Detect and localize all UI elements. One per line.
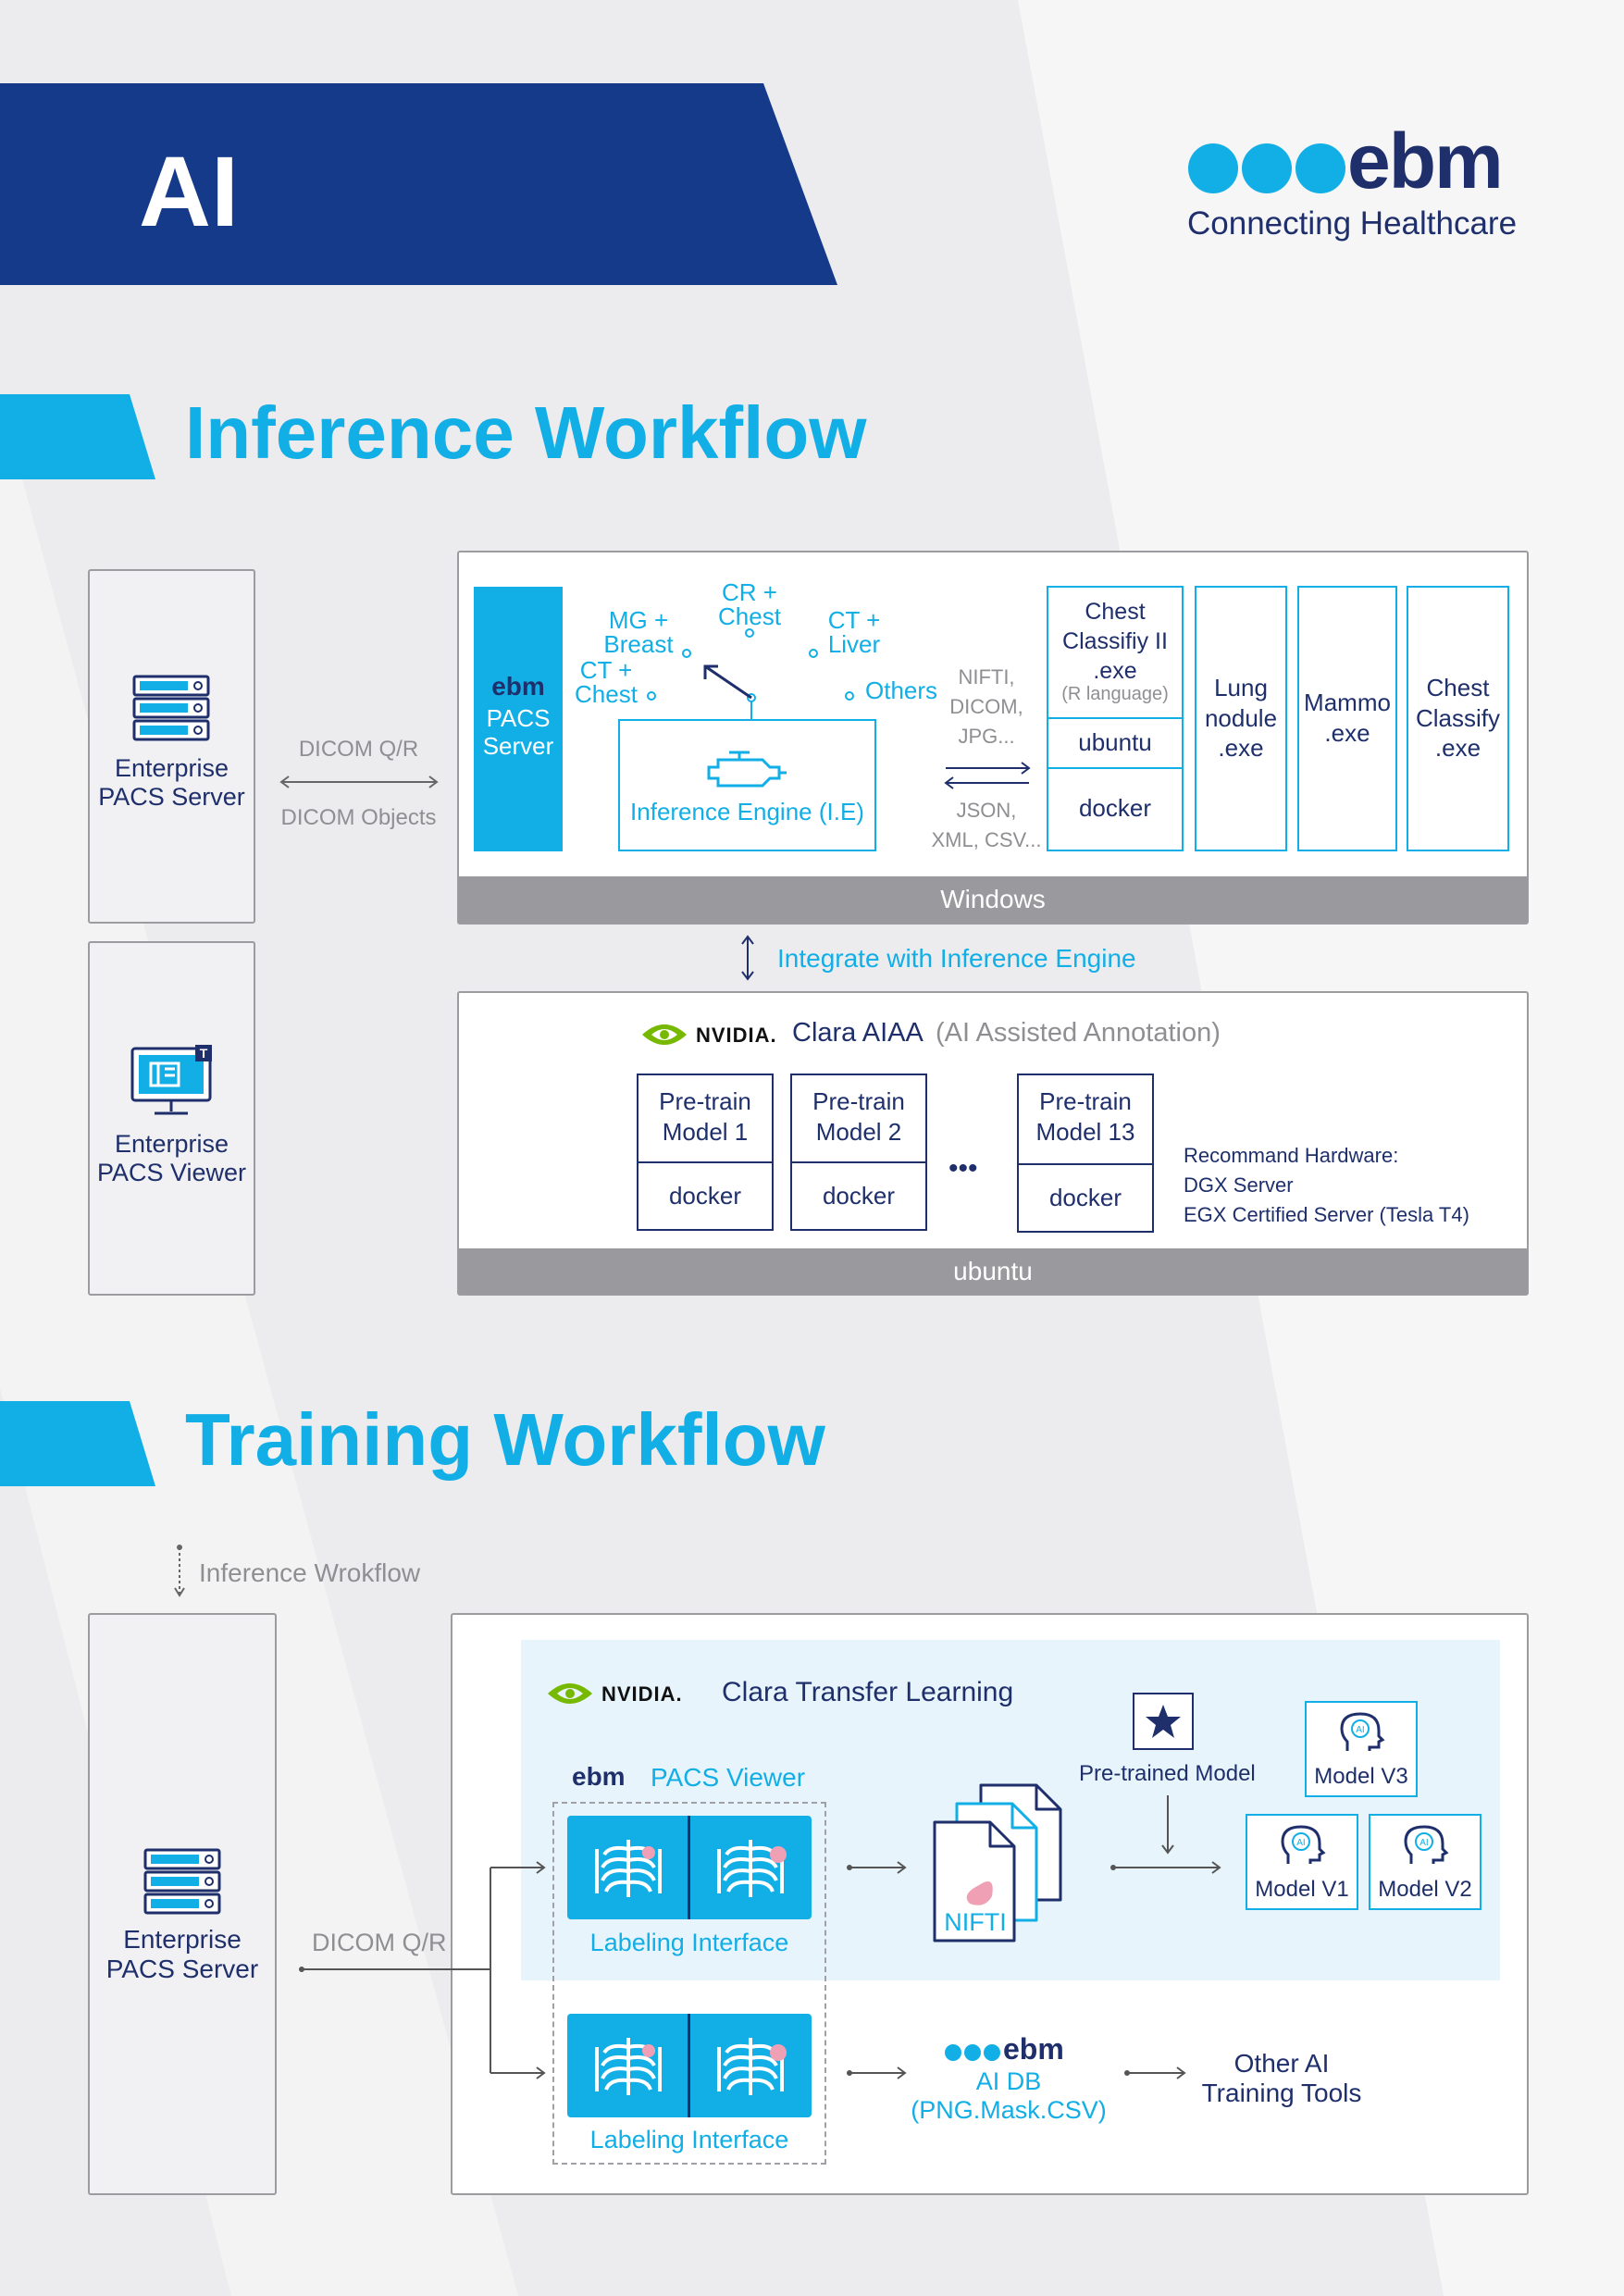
nifti-label: NIFTI bbox=[944, 1908, 1007, 1936]
mammo-box: Mammo.exe bbox=[1297, 586, 1397, 851]
engine-icon bbox=[707, 751, 787, 788]
clara-aiaa-title: Clara AIAA bbox=[792, 1018, 924, 1048]
dicom-objects-label: DICOM Objects bbox=[280, 805, 437, 830]
viewer-brand: ebm bbox=[572, 1762, 626, 1791]
nvidia-logo-training: NVIDIA. bbox=[544, 1677, 683, 1710]
ubuntu-container: ubuntu bbox=[457, 991, 1529, 1296]
format-exchange-arrows bbox=[944, 762, 1031, 789]
clara-aiaa-subtitle: (AI Assisted Annotation) bbox=[936, 1018, 1221, 1048]
input-formats: NIFTI,DICOM,JPG... bbox=[949, 665, 1023, 748]
svg-text:AI: AI bbox=[1419, 1838, 1428, 1848]
model-v3-box: AI Model V3 bbox=[1305, 1701, 1418, 1797]
output-formats: JSON,XML, CSV... bbox=[931, 799, 1042, 851]
server-icon bbox=[143, 1848, 221, 1915]
section-marker-training bbox=[0, 1401, 155, 1486]
labeling-interface-1 bbox=[567, 1816, 812, 1919]
ai-db-logo: ebm bbox=[944, 2032, 1092, 2066]
monitor-icon: T bbox=[130, 1045, 212, 1115]
training-dicom-qr-label: DICOM Q/R bbox=[312, 1929, 447, 1956]
modality-mg-breast: MG +Breast bbox=[603, 606, 674, 658]
modality-ct-liver: CT +Liver bbox=[827, 606, 881, 658]
dicom-bidirectional-arrow bbox=[279, 776, 439, 788]
windows-bar: Windows bbox=[459, 876, 1527, 923]
labeling-interface-1-label: Labeling Interface bbox=[589, 1929, 789, 1956]
modality-ct-chest: CT +Chest bbox=[575, 656, 638, 708]
star-icon bbox=[1146, 1705, 1181, 1738]
docker-layer: docker bbox=[1078, 794, 1152, 822]
modality-switch bbox=[647, 628, 854, 720]
section-marker-inference bbox=[0, 394, 155, 479]
pretrained-model-icon bbox=[1133, 1693, 1194, 1750]
ai-db-label: AI DB(PNG.Mask.CSV) bbox=[911, 2067, 1107, 2125]
modality-cr-chest: CR +Chest bbox=[718, 578, 781, 630]
nifti-files-icon bbox=[933, 1783, 1062, 1942]
ai-brain-icon: AI bbox=[1404, 1825, 1449, 1864]
labeling-interface-2-label: Labeling Interface bbox=[589, 2126, 789, 2153]
integrate-label: Integrate with Inference Engine bbox=[777, 944, 1136, 973]
model-ellipsis: ••• bbox=[948, 1153, 978, 1184]
title-banner bbox=[0, 83, 837, 285]
inference-engine-box: Inference Engine (I.E) bbox=[618, 719, 876, 851]
viewer-label: PACS Viewer bbox=[651, 1763, 806, 1792]
inference-ref-arrow bbox=[174, 1545, 185, 1597]
ubuntu-layer: ubuntu bbox=[1078, 728, 1152, 756]
xray-ribs-icon bbox=[717, 2038, 787, 2095]
ubuntu-bar: ubuntu bbox=[459, 1248, 1527, 1294]
ai-brain-icon: AI bbox=[1281, 1825, 1326, 1864]
server-icon bbox=[132, 675, 210, 741]
svg-text:T: T bbox=[200, 1046, 208, 1061]
brand-tagline: Connecting Healthcare bbox=[1187, 205, 1518, 242]
inference-ref-label: Inference Wrokflow bbox=[199, 1558, 421, 1587]
training-heading: Training Workflow bbox=[185, 1398, 825, 1481]
labeling-interface-2 bbox=[567, 2014, 812, 2117]
svg-text:AI: AI bbox=[1356, 1725, 1364, 1735]
xray-ribs-icon bbox=[717, 1840, 787, 1897]
page-title: AI bbox=[139, 135, 239, 247]
model-v1-box: AI Model V1 bbox=[1246, 1814, 1358, 1910]
dicom-qr-label: DICOM Q/R bbox=[298, 737, 419, 762]
pretrained-model-label: Pre-trained Model bbox=[1079, 1761, 1256, 1786]
brand-logo: ebm bbox=[1187, 118, 1520, 205]
labeling-group bbox=[552, 1802, 826, 2165]
xray-ribs-icon bbox=[595, 1840, 662, 1897]
nvidia-logo: NVIDIA. bbox=[638, 1018, 777, 1051]
inference-heading: Inference Workflow bbox=[185, 391, 867, 474]
clara-transfer-title: Clara Transfer Learning bbox=[722, 1677, 1014, 1707]
integrate-arrow bbox=[741, 935, 754, 981]
svg-text:AI: AI bbox=[1296, 1838, 1305, 1848]
model-v2-box: AI Model V2 bbox=[1369, 1814, 1481, 1910]
xray-ribs-icon bbox=[595, 2038, 662, 2095]
modality-others: Others bbox=[865, 676, 938, 704]
ai-brain-icon: AI bbox=[1340, 1712, 1385, 1751]
